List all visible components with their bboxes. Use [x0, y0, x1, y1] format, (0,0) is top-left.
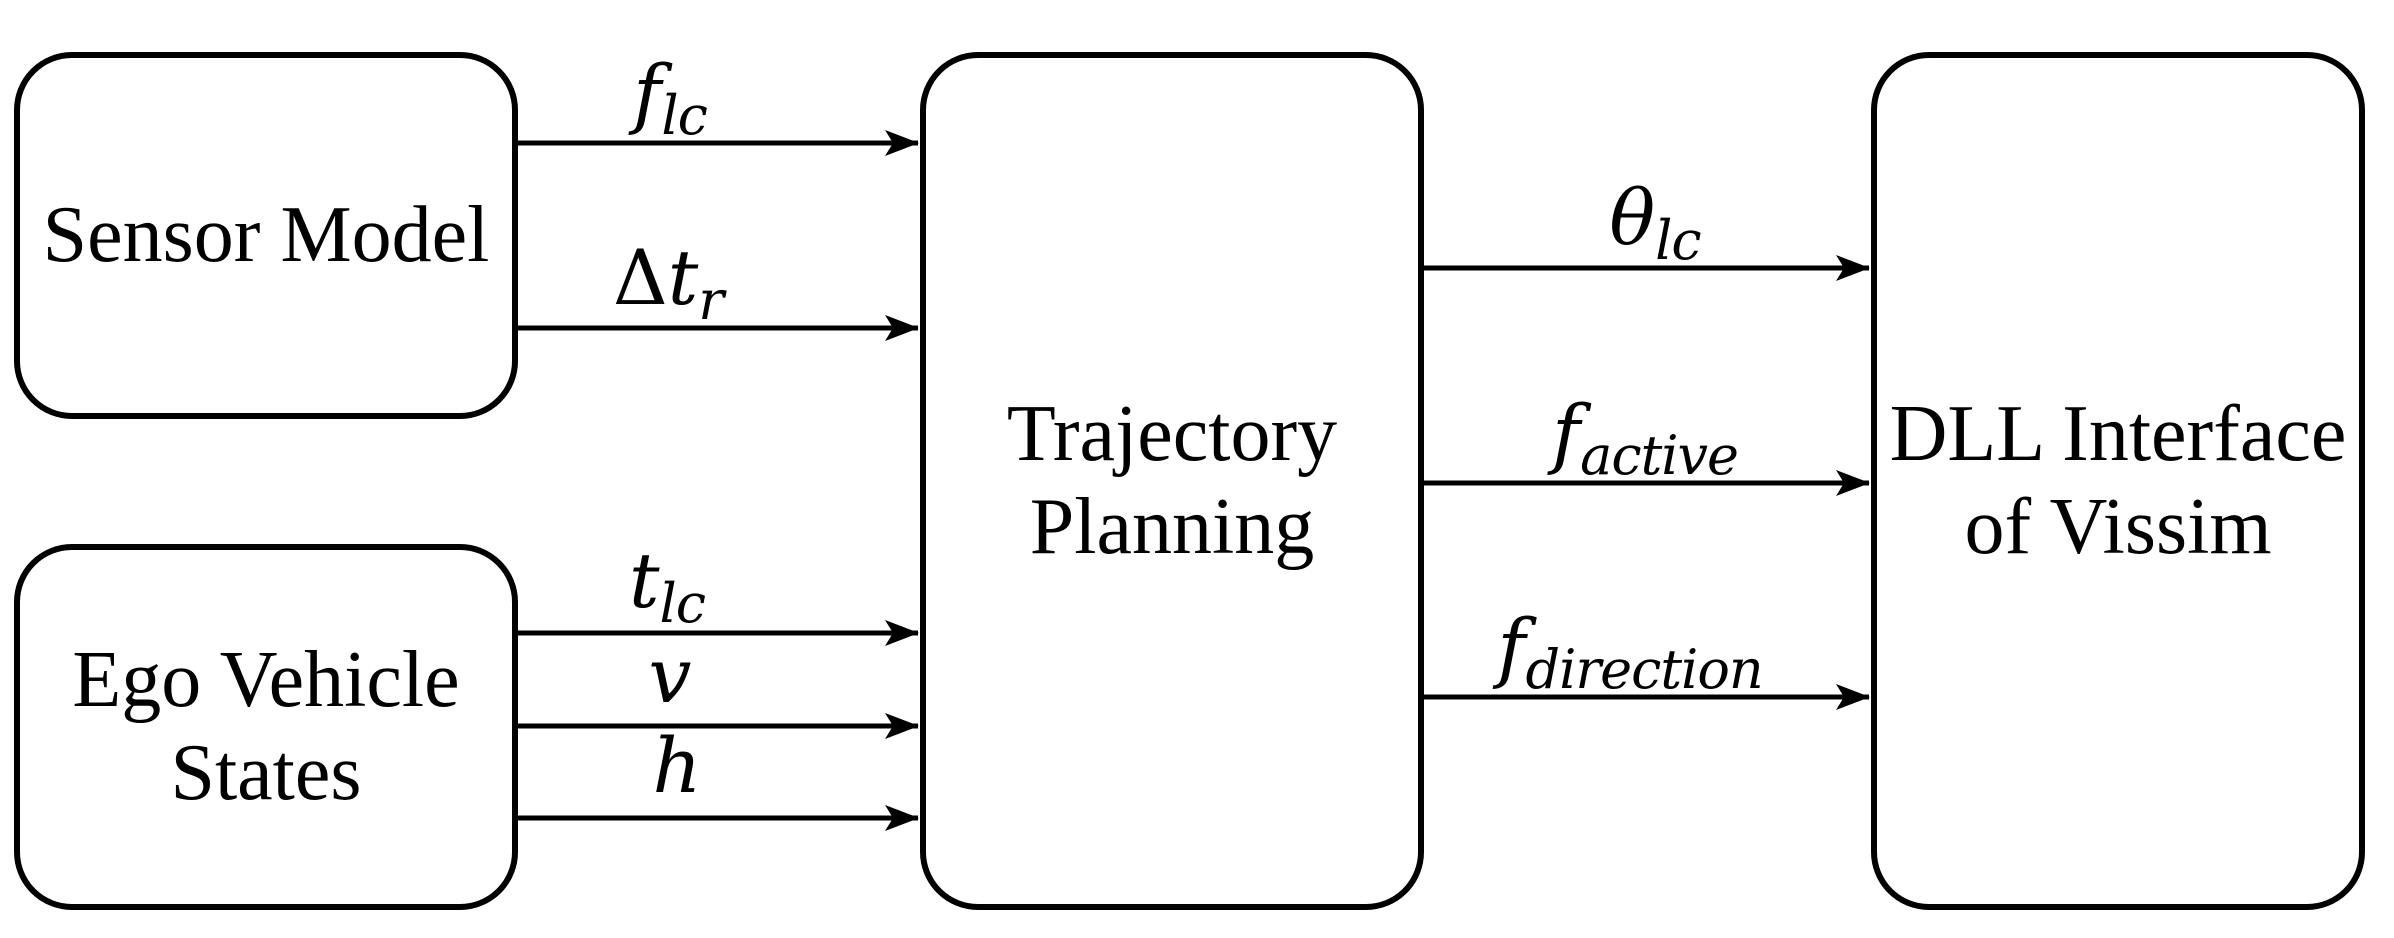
label-main: t [628, 536, 660, 625]
label-main: v [648, 631, 692, 720]
arrow-label-f-direction: fdirection [1497, 609, 1763, 697]
arrow-label-v: v [649, 638, 692, 714]
box-trajectory-planning: Trajectory Planning [920, 52, 1424, 910]
label-main: f [1497, 602, 1526, 691]
arrow-label-theta-lc: θlc [1609, 180, 1701, 268]
label-subscript: lc [661, 84, 708, 147]
box-dll-interface-of-vissim: DLL Interface of Vissim [1871, 52, 2365, 910]
ego-vehicle-states-label: Ego Vehicle States [72, 636, 460, 817]
label-subscript: r [698, 269, 724, 332]
label-main: f [633, 48, 662, 137]
sensor-model-label: Sensor Model [42, 191, 490, 280]
dll-interface-label: DLL Interface of Vissim [1889, 390, 2347, 571]
label-subscript: active [1580, 424, 1739, 487]
arrow-label-f-lc: flc [633, 55, 708, 143]
label-subscript: lc [659, 572, 707, 635]
box-sensor-model: Sensor Model [14, 52, 518, 419]
trajectory-planning-label: Trajectory Planning [1006, 390, 1338, 571]
label-subscript: direction [1525, 638, 1764, 701]
label-main: f [1551, 388, 1581, 477]
label-prefix: Δ [612, 233, 668, 322]
label-subscript: lc [1655, 209, 1702, 272]
label-main: h [652, 721, 702, 810]
label-main: θ [1609, 173, 1656, 262]
arrow-label-h: h [653, 728, 702, 804]
box-ego-vehicle-states: Ego Vehicle States [14, 544, 518, 910]
arrow-label-t-lc: tlc [629, 543, 706, 631]
arrow-label-delta-t-r: Δtr [613, 240, 724, 328]
arrow-label-f-active: factive [1552, 395, 1739, 483]
label-main: t [667, 233, 699, 322]
